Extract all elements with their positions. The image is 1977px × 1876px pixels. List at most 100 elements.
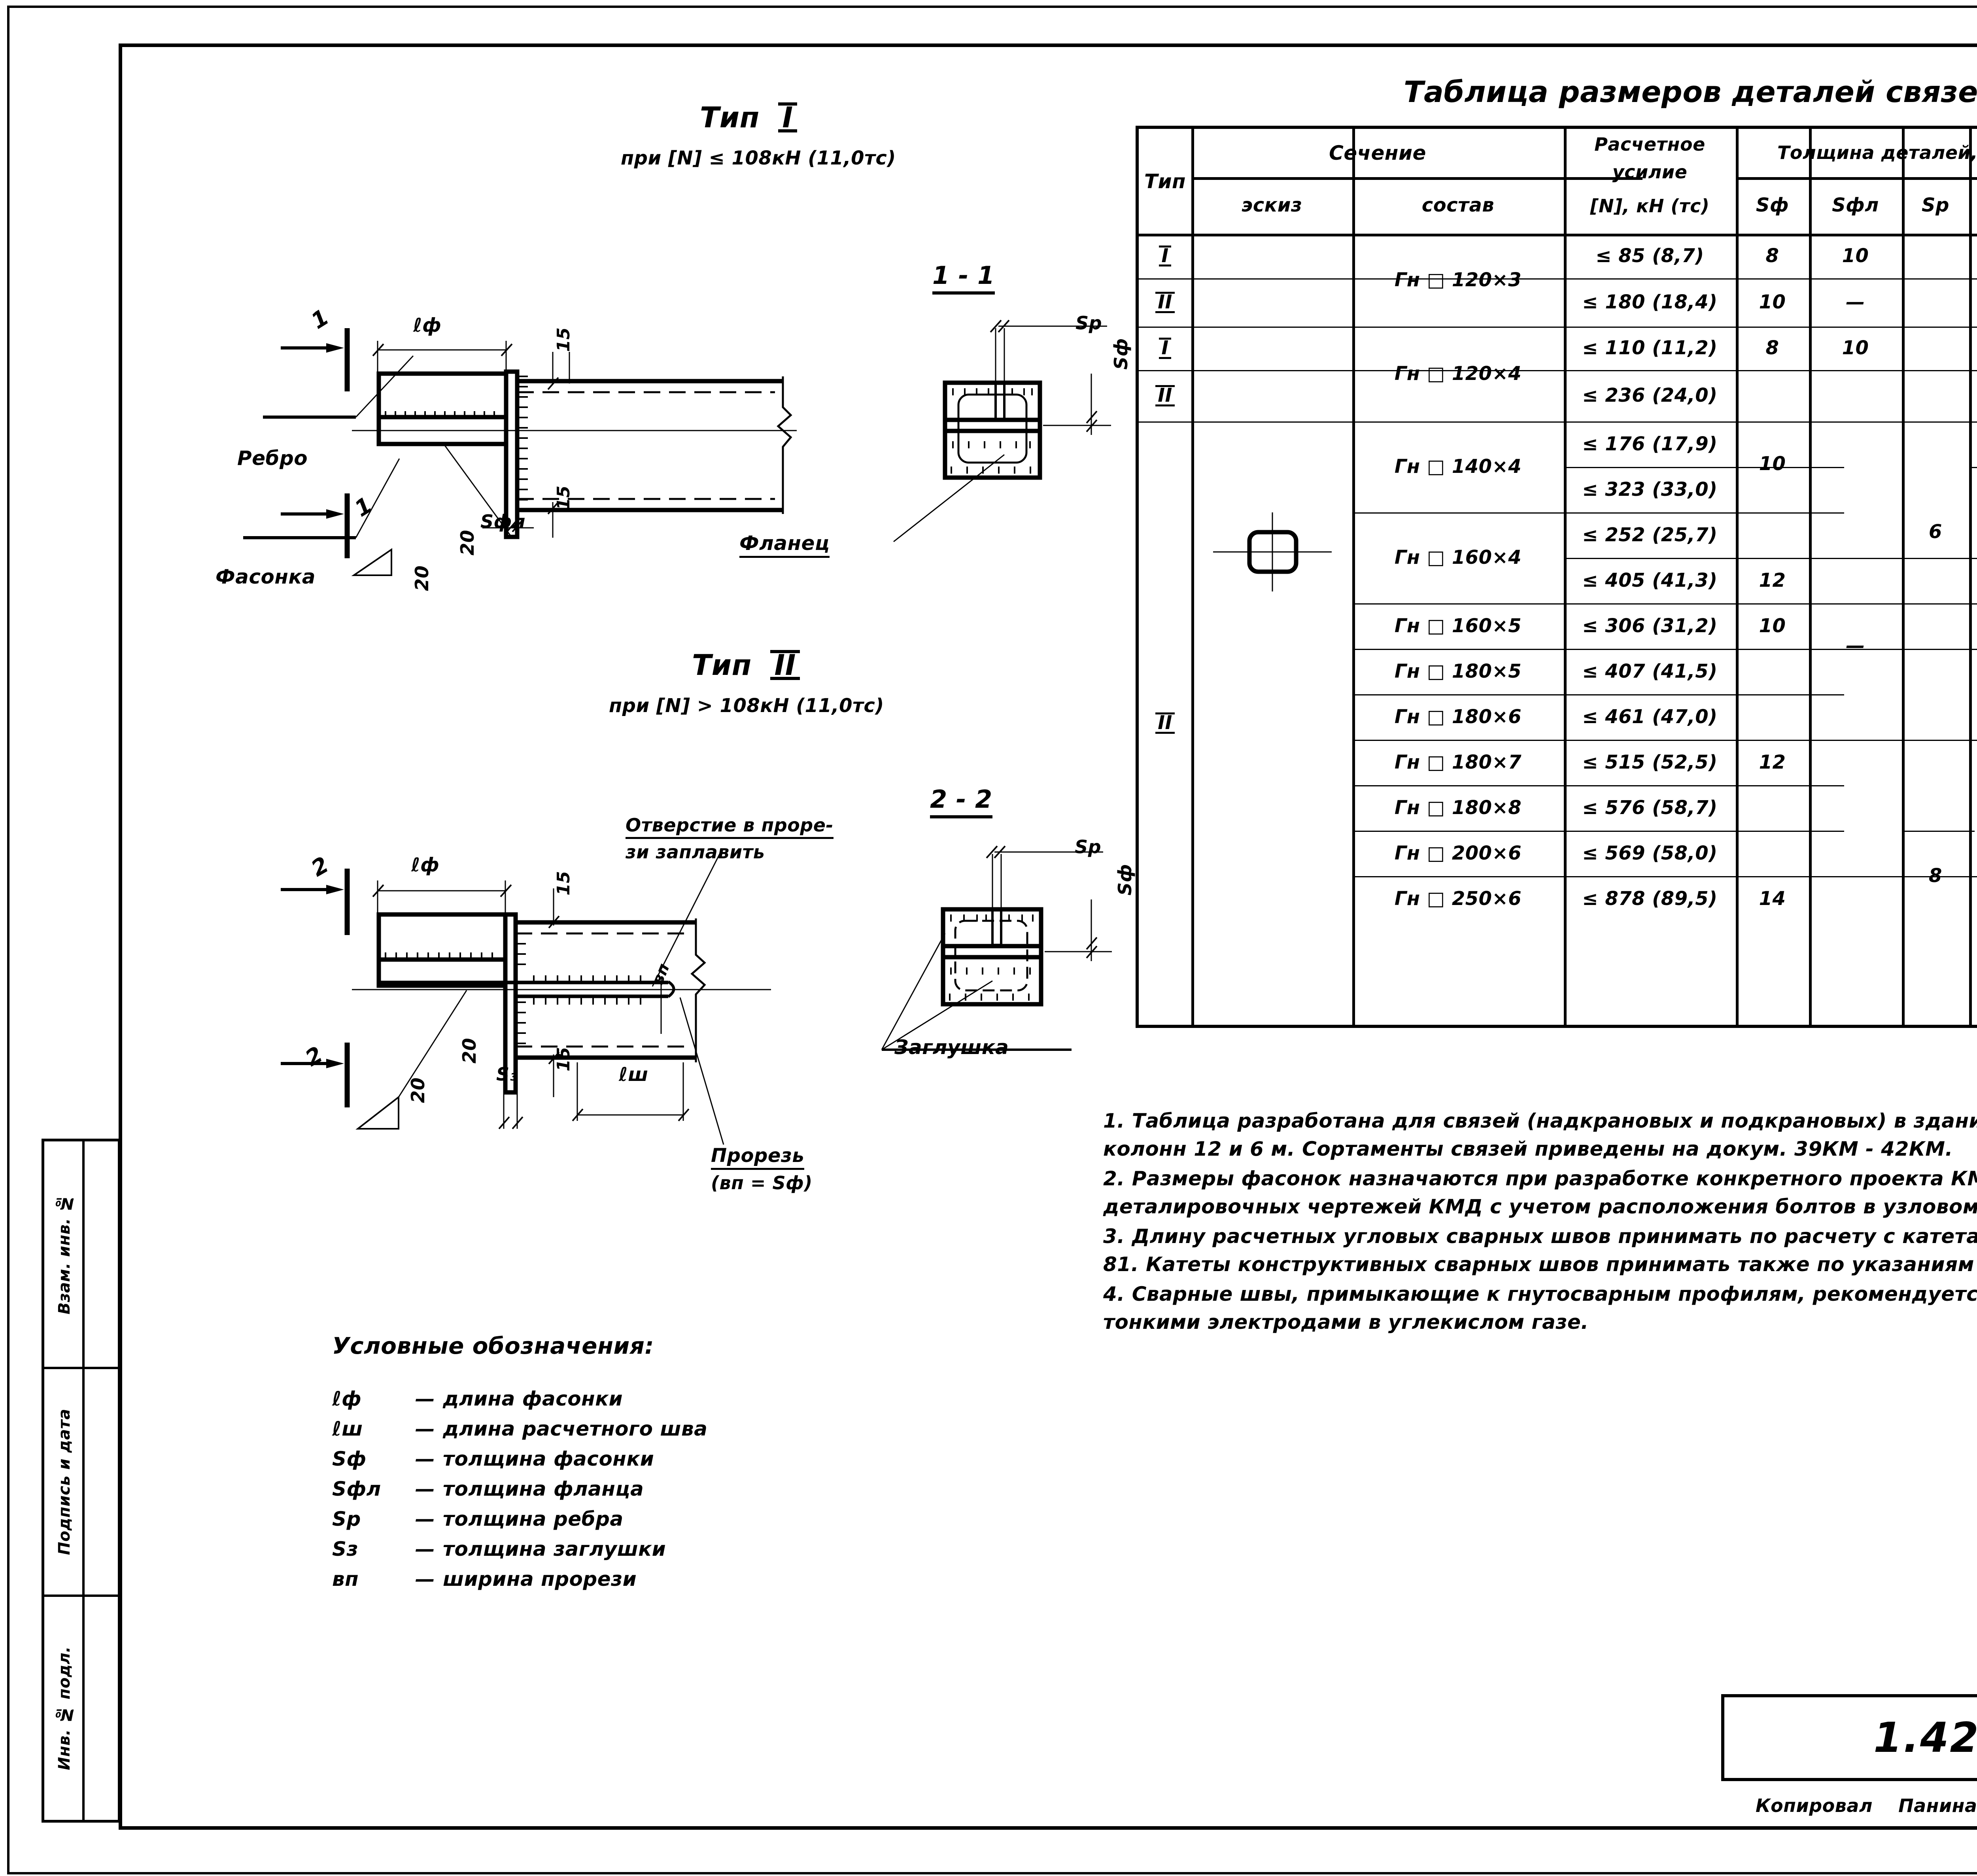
legend-row: Sз — толщина заглушки (332, 1534, 707, 1564)
note-1: 1. Таблица разработана для связей (надкр… (1103, 1109, 1977, 1160)
sheet-inner-frame (119, 43, 1977, 1830)
row-sep-11 (1352, 740, 1844, 741)
type1-condition: при [N] ≤ 108кН (11,0тс) (621, 147, 896, 169)
copy-line: Копировал Панина 21043 76 Формат А3 (1756, 1795, 1977, 1816)
copied-by-name: Панина (1898, 1795, 1977, 1816)
cell-force-8: ≤ 306 (31,2) (1582, 614, 1718, 637)
cell-comp-4: Гн □ 140×4 (1394, 455, 1522, 478)
legend-desc-6: ширина прорези (443, 1568, 637, 1591)
row-sep-7 (1564, 558, 1844, 559)
header-sr: Sр (1922, 194, 1949, 216)
row-sep-14 (1352, 876, 1844, 877)
header-section-composition: состав (1421, 194, 1495, 216)
header-section-sketch: эскиз (1241, 194, 1302, 216)
legend-table: ℓф — длина фасонки ℓш — длина расчетного… (332, 1384, 707, 1594)
cell-sz-4: 8 (1969, 421, 1977, 467)
note-4: 4. Сварные швы, примыкающие к гнутосварн… (1103, 1283, 1977, 1334)
legend-dash-1: — (415, 1417, 435, 1440)
label-flanec: Фланец (739, 532, 830, 558)
cell-force-0: ≤ 85 (8,7) (1595, 244, 1704, 267)
row-sep-6 (1352, 512, 1844, 514)
legend-dash-4: — (415, 1508, 435, 1530)
section-1-1-title: 1 - 1 (932, 261, 995, 295)
legend-dash-2: — (415, 1447, 435, 1470)
cell-comp-13: Гн □ 200×6 (1394, 842, 1522, 864)
legend-row: Sф — толщина фасонки (332, 1444, 707, 1474)
stamp-cell-3: Инв. № подл. (44, 1597, 118, 1820)
label-15-bottom-type1: 15 (554, 485, 574, 510)
cell-force-10: ≤ 461 (47,0) (1582, 705, 1718, 728)
label-zaglushka: Заглушка (894, 1036, 1009, 1059)
cell-sr-13: 8 (1929, 865, 1942, 887)
row-sep-14c (1969, 876, 1977, 877)
cell-comp-14: Гн □ 250×6 (1394, 887, 1522, 910)
header-force-line1: Расчетное (1594, 134, 1705, 155)
table-hline-header-bottom (1139, 234, 1977, 236)
legend-symbol-2: Sф (332, 1447, 367, 1470)
table-vline-type (1191, 129, 1194, 1025)
label-20-a-type1: 20 (457, 529, 478, 555)
legend-row: Sфл — толщина фланца (332, 1474, 707, 1504)
header-thickness-group: Толщина деталей, мм (1777, 142, 1977, 164)
label-prorez-line1: Прорезь (711, 1145, 805, 1170)
cell-force-9: ≤ 407 (41,5) (1582, 660, 1718, 682)
legend-desc-0: длина фасонки (443, 1387, 623, 1410)
legend-title: Условные обозначения: (332, 1332, 654, 1359)
stamp-label-vzam-inv: Взам. инв. № (55, 1194, 74, 1315)
cell-sz-3: 10 (1969, 370, 1977, 421)
header-section-group: Сечение (1329, 142, 1426, 164)
legend-symbol-5: Sз (332, 1538, 359, 1560)
header-force-line3: [N], кН (тс) (1590, 195, 1710, 217)
header-sfl: Sфл (1832, 194, 1879, 216)
label-fasonka: Фасонка (215, 565, 316, 588)
table-hline-secthdr (1191, 177, 1642, 180)
type1-numeral: I (778, 102, 797, 133)
tube-sketch-icon (1213, 512, 1332, 591)
row-sep-4c (1969, 421, 1977, 423)
cell-force-4: ≤ 176 (17,9) (1582, 433, 1718, 455)
cell-comp-2: Гн □ 120×4 (1394, 363, 1522, 385)
cell-comp-11: Гн □ 180×7 (1394, 751, 1522, 773)
cell-sz-14: 12 (1969, 876, 1977, 922)
section-2-2-drawing (881, 845, 1112, 1051)
label-hole-line1: Отверстие в проре- (626, 814, 834, 839)
cell-sz-2: — (1969, 327, 1977, 370)
label-sp-section2: Sр (1075, 836, 1102, 858)
row-sep-5 (1564, 467, 1844, 468)
type1-title: Тип I (700, 101, 797, 134)
cell-sz-0: — (1969, 234, 1977, 278)
note-3: 3. Длину расчетных угловых сварных швов … (1103, 1225, 1977, 1276)
type2-numeral: II (770, 650, 800, 680)
row-sep-9 (1352, 649, 1844, 650)
row-sep-1c (1809, 278, 1977, 280)
row-sep-3 (1139, 370, 1963, 371)
legend-row: вп — ширина прорези (332, 1564, 707, 1594)
row-sep-2b (1352, 327, 1977, 328)
label-sp-section1: Sр (1075, 312, 1102, 334)
cell-type-3: II (1139, 370, 1191, 421)
row-sep-4b (1352, 421, 1977, 423)
row-sep-3d (1969, 370, 1977, 371)
row-sep-7b (1736, 558, 1977, 559)
cell-comp-6: Гн □ 160×4 (1394, 546, 1522, 569)
label-15-top-type1: 15 (554, 327, 574, 352)
row-sep-1 (1139, 278, 1963, 280)
title-block-code-cell: 1.424.3-7.3 42КМ (1724, 1697, 1977, 1778)
cell-sf-4: 10 (1759, 452, 1786, 475)
cell-sf-14: 14 (1759, 887, 1786, 910)
header-type: Тип (1144, 170, 1186, 193)
table-title: Таблица размеров деталей связей (1404, 75, 1977, 109)
type2-elevation-drawing (281, 854, 771, 1145)
cell-sz-8: 10 (1969, 467, 1977, 876)
type2-condition: при [N] > 108кН (11,0тс) (609, 695, 884, 717)
cell-force-1: ≤ 180 (18,4) (1582, 291, 1718, 314)
cell-sz-1: 8 (1969, 278, 1977, 327)
legend-symbol-4: Sр (332, 1508, 361, 1530)
cell-sf-11: 12 (1759, 751, 1786, 773)
cell-sf-0: 8 (1765, 244, 1779, 267)
row-sep-2c (1736, 327, 1977, 328)
label-15-bottom-type2: 15 (554, 1047, 574, 1071)
row-sep-13b (1902, 831, 1975, 832)
label-20-b-type2: 20 (407, 1077, 429, 1103)
